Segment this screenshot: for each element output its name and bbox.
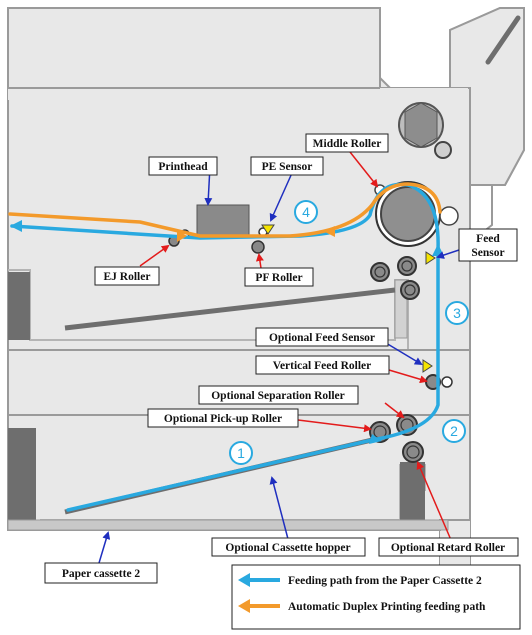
step-4: 4 [294,200,318,224]
legend-orange: Automatic Duplex Printing feeding path [238,599,486,613]
svg-text:Paper cassette 2: Paper cassette 2 [62,568,141,580]
label-optional-cassette-hopper: Optional Cassette hopper [211,537,366,557]
feed-sensor-marker [425,251,436,265]
label-vertical-feed-roller: Vertical Feed Roller [255,355,390,375]
svg-text:Printhead: Printhead [158,161,208,173]
label-middle-roller: Middle Roller [305,133,389,153]
svg-text:Optional Feed Sensor: Optional Feed Sensor [269,332,375,344]
optional-feed-sensor-marker [422,359,433,373]
svg-text:Vertical Feed Roller: Vertical Feed Roller [273,360,372,372]
svg-text:4: 4 [302,204,310,220]
svg-text:1: 1 [237,445,245,461]
svg-text:Optional Retard Roller: Optional Retard Roller [391,542,505,554]
svg-text:Optional Pick-up Roller: Optional Pick-up Roller [164,413,282,425]
svg-text:PF Roller: PF Roller [255,272,302,284]
top-right-roller [398,102,452,159]
legend: Feeding path from the Paper Cassette 2 A… [231,564,521,630]
label-ej-roller: EJ Roller [94,266,160,286]
lower-rollers [370,256,420,300]
orange-duplex-path [8,182,442,238]
label-feed-sensor: Feed Sensor [458,228,518,262]
label-optional-feed-sensor: Optional Feed Sensor [255,327,389,347]
label-optional-separation-roller: Optional Separation Roller [198,385,359,405]
blue-feed-path [10,182,440,512]
svg-text:Feeding path from the Paper Ca: Feeding path from the Paper Cassette 2 [288,575,482,587]
optional-retard-roller [402,441,424,463]
printer-body [7,7,525,591]
svg-text:Automatic Duplex Printing feed: Automatic Duplex Printing feeding path [288,601,486,613]
svg-text:Optional Separation Roller: Optional Separation Roller [211,390,345,402]
label-pe-sensor: PE Sensor [250,156,324,176]
step-1: 1 [229,441,253,465]
label-printhead: Printhead [148,156,218,176]
legend-blue: Feeding path from the Paper Cassette 2 [238,573,482,587]
svg-text:Sensor: Sensor [471,247,504,259]
middle-roller [374,181,459,247]
label-paper-cassette-2: Paper cassette 2 [44,562,158,584]
svg-text:Middle Roller: Middle Roller [313,138,382,150]
step-2: 2 [442,419,466,443]
svg-text:Optional Cassette hopper: Optional Cassette hopper [225,542,350,554]
label-pf-roller: PF Roller [244,267,314,287]
svg-text:EJ Roller: EJ Roller [104,271,151,283]
svg-text:3: 3 [453,305,461,321]
pe-sensor-marker [261,224,275,235]
printhead [196,204,250,237]
svg-text:2: 2 [450,423,458,439]
label-optional-pickup-roller: Optional Pick-up Roller [147,408,299,428]
svg-text:PE Sensor: PE Sensor [262,161,313,173]
label-optional-retard-roller: Optional Retard Roller [378,537,519,557]
svg-text:Feed: Feed [476,233,500,245]
step-3: 3 [445,301,469,325]
